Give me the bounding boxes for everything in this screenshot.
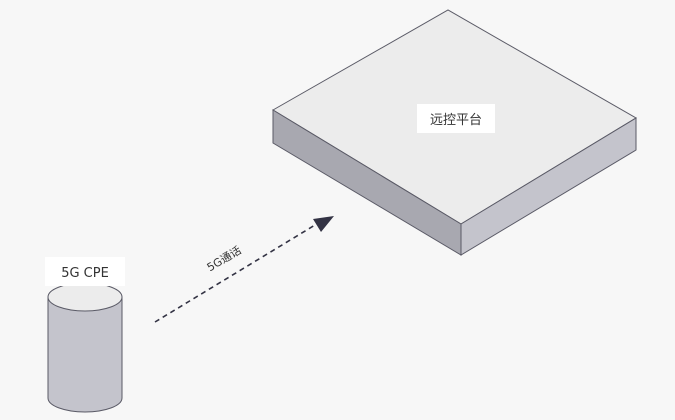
- link-arrow: 5G通话: [154, 216, 334, 323]
- cpe-label-bg: [45, 257, 125, 286]
- platform-label: 远控平台: [430, 113, 482, 128]
- cpe-cylinder-body: [47, 296, 123, 413]
- platform-box-right-side: [460, 117, 637, 256]
- platform-box[interactable]: 远控平台: [272, 9, 637, 256]
- cpe-cylinder-top: [47, 282, 123, 312]
- link-arrow-line: [154, 221, 321, 323]
- link-arrow-head: [313, 216, 334, 232]
- cpe-cylinder[interactable]: 5G CPE: [45, 257, 125, 413]
- platform-label-bg: [417, 104, 495, 133]
- link-label: 5G通话: [205, 244, 244, 274]
- cpe-label: 5G CPE: [61, 266, 109, 281]
